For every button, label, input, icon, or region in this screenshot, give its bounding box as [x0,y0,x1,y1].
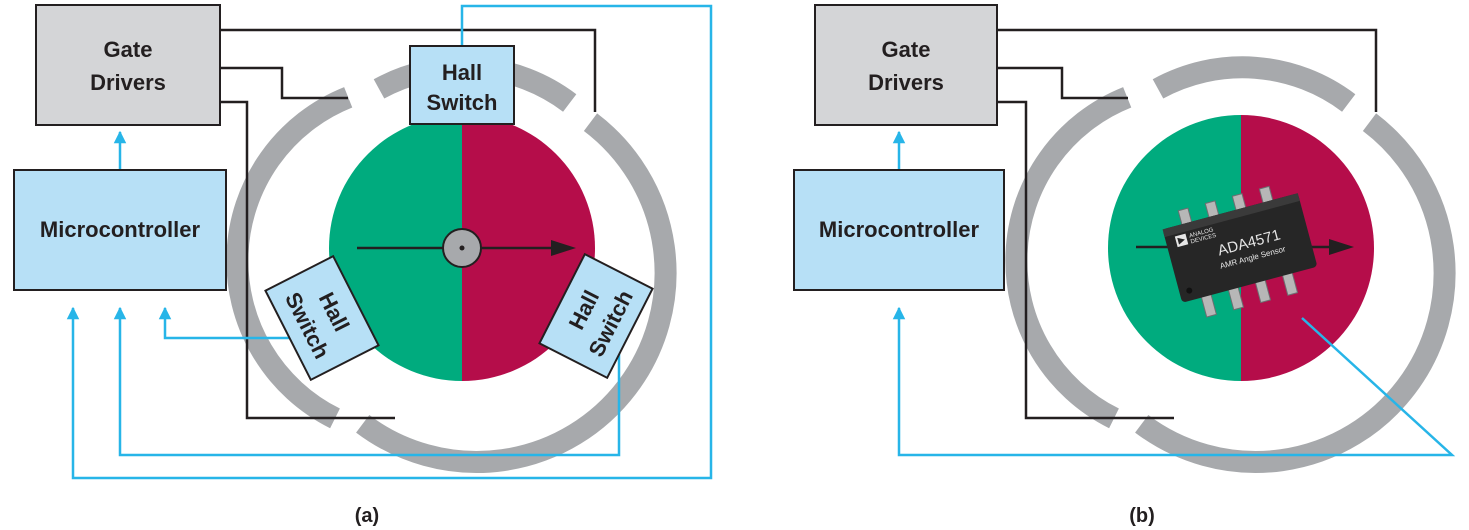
gate-driver-wires-b [997,28,1378,420]
sensor-wire-b [892,306,1456,457]
panel-a: Gate Drivers Microcontroller Hall Switch… [13,4,713,527]
microcontroller-box-b: Microcontroller [793,169,1005,291]
microcontroller-b-label: Microcontroller [819,217,980,242]
caption-a: (a) [355,505,379,527]
panel-b: ANALOG DEVICES ADA4571 AMR Angle Sensor … [793,4,1456,527]
hall-switch-top-label-1: Hall [442,60,482,85]
sensor-wires [66,4,713,480]
gate-drivers-label-1: Gate [104,37,153,62]
gate-driver-wires [220,28,597,420]
stator-ring-b [1005,56,1456,473]
microcontroller-label: Microcontroller [40,217,201,242]
hall-switch-top-label-2: Switch [427,90,498,115]
gate-drivers-box-b: Gate Drivers [814,4,998,126]
analog-devices-logo: ANALOG DEVICES [1174,227,1217,248]
hall-switch-top: Hall Switch [409,45,515,125]
microcontroller-box: Microcontroller [13,169,227,291]
gate-drivers-b-label-2: Drivers [868,70,944,95]
gate-drivers-box: Gate Drivers [35,4,221,126]
gate-drivers-label-2: Drivers [90,70,166,95]
caption-b: (b) [1129,505,1155,527]
ada4571-chip: ANALOG DEVICES ADA4571 AMR Angle Sensor [1162,185,1317,318]
gate-drivers-b-label-1: Gate [882,37,931,62]
